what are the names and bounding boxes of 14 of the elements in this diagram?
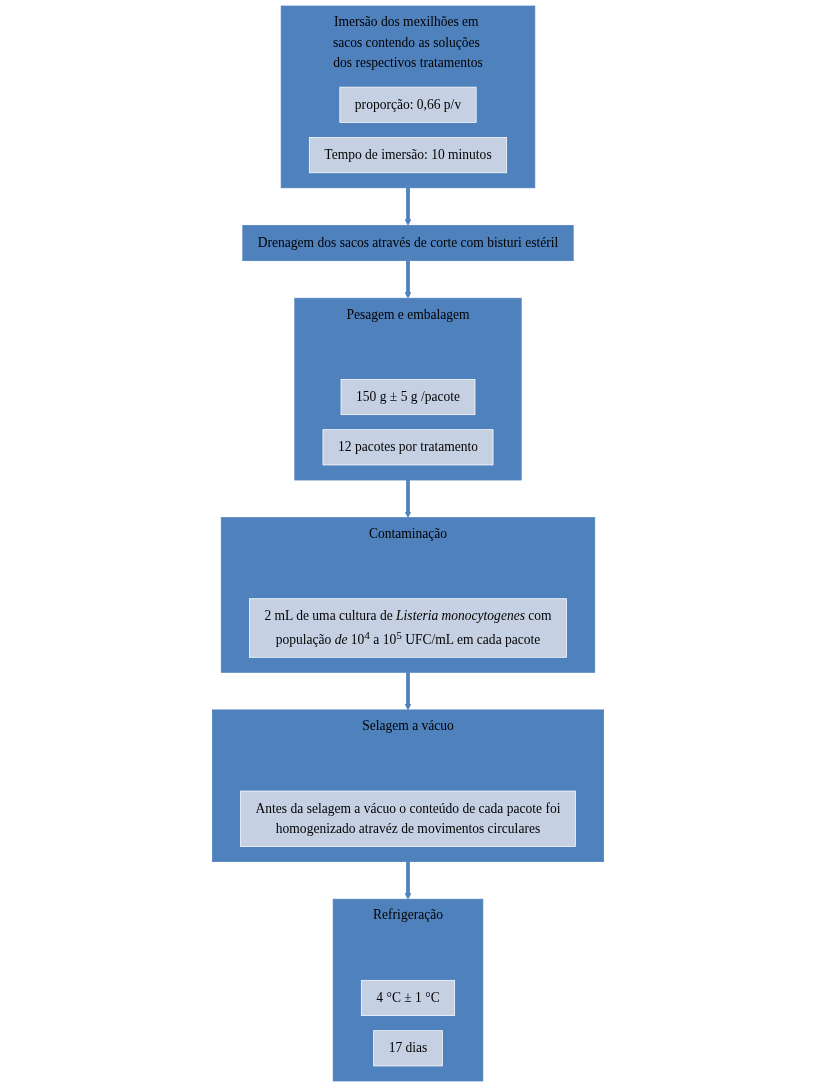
arrow (404, 187, 412, 226)
node-box: 4 °C ± 1 °C (360, 979, 456, 1016)
node-box: Tempo de imersão: 10 minutos (308, 137, 508, 174)
node-box: proporção: 0,66 p/v (339, 86, 477, 123)
arrow (404, 260, 412, 299)
node-box: 2 mL de uma cultura de Listeria monocytogenes com população de 10$^{4}$ a 10$^{5}$ UFC/mL em cada pacote (249, 598, 567, 658)
node-box: 150 g ± 5 g /pacote (340, 379, 476, 416)
node-box: Drenagem dos sacos através de corte com bisturi estéril (242, 225, 574, 262)
arrow (404, 480, 412, 518)
arrow (404, 672, 412, 711)
node-box: 12 pacotes por tratamento (322, 429, 494, 466)
node-box: 17 dias (373, 1030, 443, 1067)
arrow (404, 861, 412, 900)
node-box: Antes da selagem a vácuo o conteúdo de cada pacote foi homogenizado atravéz de movimentos circulares (240, 790, 576, 847)
